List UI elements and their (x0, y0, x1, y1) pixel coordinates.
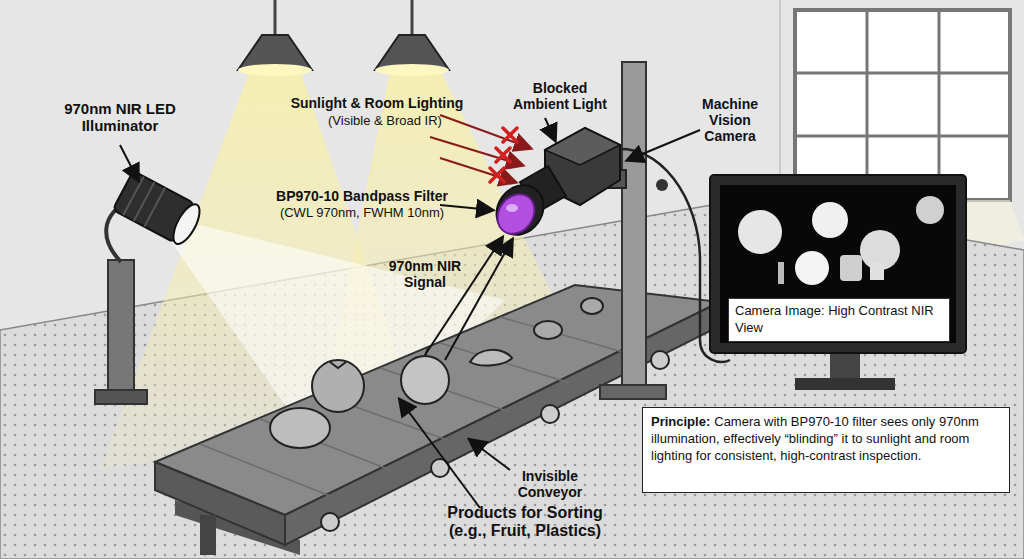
ceiling-lamp (375, 0, 449, 76)
filter-label: BP970-10 Bandpass Filter (262, 188, 462, 204)
blocked-marks (490, 128, 517, 182)
screen-caption-box: Camera Image: High Contrast NIR View (728, 298, 950, 342)
conveyor-label: Invisible Conveyor (505, 468, 595, 500)
filter-sublabel: (CWL 970nm, FWHM 10nm) (272, 206, 452, 221)
ceiling-lamp (238, 0, 312, 76)
monitor (710, 175, 966, 390)
camera-label: Machine Vision Camera (685, 96, 775, 144)
text-wrap: Camera Image: High Contrast NIR View (735, 303, 943, 337)
box-text: Camera Image: High Contrast NIR View (735, 303, 934, 335)
principle-box: Principle:Camera with BP970-10 filter se… (642, 407, 1010, 493)
blocked-label: Blocked Ambient Light (505, 80, 615, 112)
box-heading: Principle: (651, 414, 710, 429)
text-wrap: Principle:Camera with BP970-10 filter se… (651, 414, 1001, 465)
products-label: Products for Sorting (e.g., Fruit, Plast… (430, 504, 620, 541)
signal-label: 970nm NIR Signal (385, 258, 465, 290)
ambient-label: Sunlight & Room Lighting (262, 95, 492, 111)
bandpass-filter (490, 187, 542, 241)
ambient-sublabel: (Visible & Broad IR) (300, 114, 470, 129)
illuminator-label: 970nm NIR LED Illuminator (45, 100, 195, 135)
machine-vision-camera (487, 128, 620, 244)
products (270, 298, 603, 448)
leader-lines (120, 115, 700, 508)
